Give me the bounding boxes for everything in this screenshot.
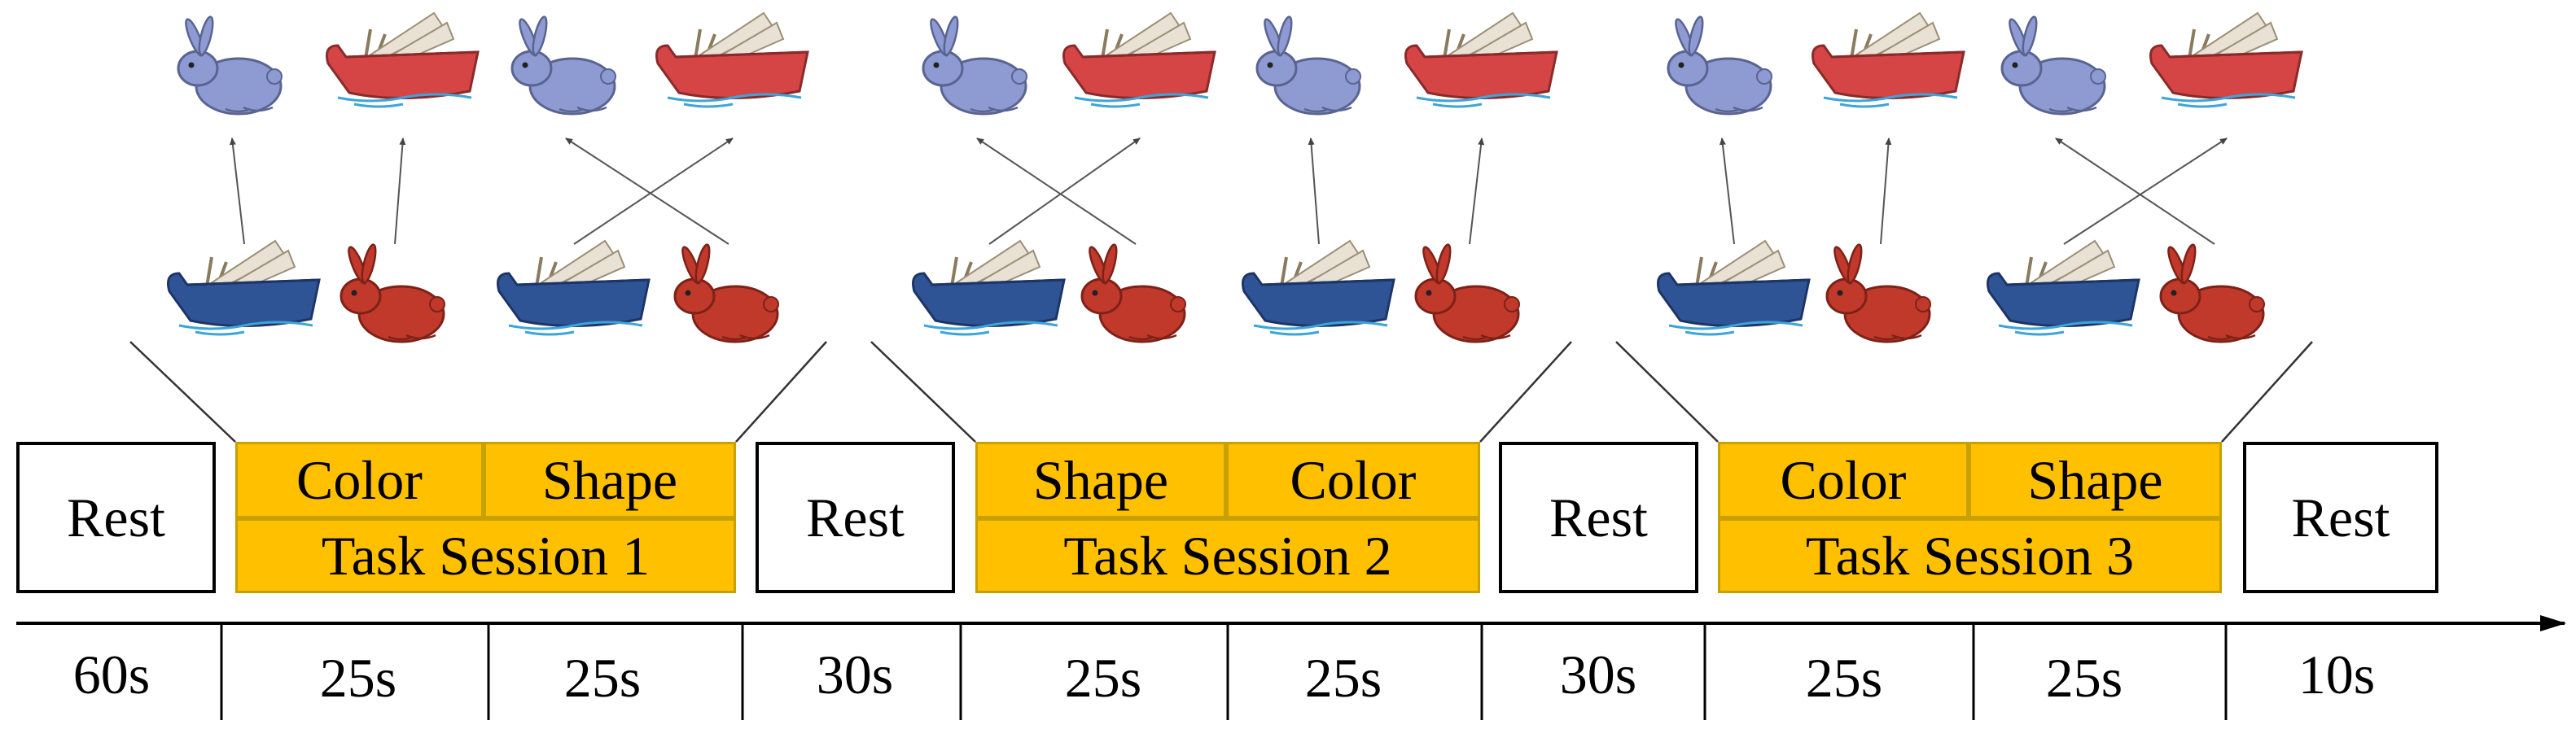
duration-label: 30s bbox=[1559, 644, 1637, 705]
blue-boat-icon bbox=[167, 239, 321, 336]
red-rabbit-icon bbox=[1080, 243, 1186, 343]
mapping-arrow bbox=[2063, 138, 2228, 245]
mapping-arrow bbox=[573, 138, 734, 245]
rest-label: Rest bbox=[67, 486, 165, 548]
blue-boat-icon bbox=[912, 239, 1066, 336]
blue-boat-icon bbox=[1242, 239, 1395, 336]
funnel-line bbox=[870, 341, 976, 443]
mapping-arrow bbox=[1880, 138, 1892, 245]
light-blue-rabbit-icon bbox=[922, 15, 1027, 116]
red-rabbit-icon bbox=[2159, 243, 2265, 343]
mapping-arrow bbox=[229, 138, 245, 245]
duration-label: 25s bbox=[319, 647, 397, 709]
session-3-first-block: Color bbox=[1718, 442, 1969, 518]
mapping-arrow bbox=[1469, 138, 1485, 245]
mapping-arrow bbox=[988, 138, 1141, 245]
rest-block-1: Rest bbox=[16, 442, 216, 593]
red-boat-icon bbox=[655, 11, 809, 108]
session-2-first-block: Shape bbox=[975, 442, 1226, 518]
duration-label: 60s bbox=[72, 644, 151, 705]
session-funnel-lines bbox=[129, 341, 2313, 443]
timeline-ticks bbox=[220, 623, 2228, 720]
session-3-title-block: Task Session 3 bbox=[1718, 518, 2222, 593]
rest-label: Rest bbox=[806, 486, 905, 548]
block-label: Shape bbox=[541, 448, 678, 511]
session-2-second-block: Color bbox=[1226, 442, 1480, 518]
funnel-line bbox=[1615, 341, 1719, 443]
red-boat-icon bbox=[1812, 11, 1965, 108]
light-blue-rabbit-icon bbox=[1667, 15, 1772, 116]
duration-label: 25s bbox=[1304, 647, 1382, 709]
mapping-arrow bbox=[565, 138, 729, 245]
mapping-arrows bbox=[229, 138, 2228, 245]
block-label: Shape bbox=[1032, 448, 1169, 511]
session-3-second-block: Shape bbox=[1969, 442, 2222, 518]
light-blue-rabbit-icon bbox=[510, 15, 616, 116]
red-boat-icon bbox=[326, 11, 480, 108]
duration-label: 25s bbox=[2045, 647, 2123, 709]
rest-label: Rest bbox=[2291, 486, 2390, 548]
rest-block-3: Rest bbox=[1499, 442, 1698, 593]
red-rabbit-icon bbox=[1414, 243, 1520, 343]
red-boat-icon bbox=[1062, 11, 1216, 108]
mapping-arrow bbox=[1308, 138, 1320, 245]
session-title: Task Session 1 bbox=[321, 524, 651, 587]
mapping-arrow bbox=[394, 138, 406, 245]
stimulus-objects bbox=[167, 11, 2303, 343]
mapping-arrow bbox=[1719, 138, 1735, 245]
red-rabbit-icon bbox=[340, 243, 445, 343]
light-blue-rabbit-icon bbox=[2000, 15, 2106, 116]
funnel-line bbox=[735, 341, 827, 443]
blue-boat-icon bbox=[1987, 239, 2140, 336]
session-1-first-block: Color bbox=[235, 442, 484, 518]
session-title: Task Session 2 bbox=[1063, 524, 1392, 587]
red-rabbit-icon bbox=[1825, 243, 1931, 343]
rest-block-4: Rest bbox=[2243, 442, 2438, 593]
session-1-title-block: Task Session 1 bbox=[235, 518, 736, 593]
red-boat-icon bbox=[2149, 11, 2303, 108]
block-label: Color bbox=[1290, 448, 1417, 511]
rest-block-2: Rest bbox=[756, 442, 955, 593]
blue-boat-icon bbox=[1657, 239, 1811, 336]
funnel-line bbox=[1479, 341, 1572, 443]
blue-boat-icon bbox=[497, 239, 651, 336]
mapping-arrow bbox=[2055, 138, 2215, 245]
session-1-second-block: Shape bbox=[484, 442, 736, 518]
red-boat-icon bbox=[1404, 11, 1558, 108]
red-rabbit-icon bbox=[673, 243, 779, 343]
light-blue-rabbit-icon bbox=[177, 15, 283, 116]
duration-label: 10s bbox=[2298, 644, 2376, 705]
block-label: Shape bbox=[2027, 448, 2163, 511]
mapping-arrow bbox=[976, 138, 1137, 245]
funnel-line bbox=[129, 341, 236, 443]
duration-label: 25s bbox=[563, 647, 642, 709]
duration-label: 30s bbox=[816, 644, 894, 705]
rest-label: Rest bbox=[1549, 486, 1648, 548]
light-blue-rabbit-icon bbox=[1255, 15, 1361, 116]
duration-label: 25s bbox=[1805, 647, 1883, 709]
session-2-title-block: Task Session 2 bbox=[975, 518, 1480, 593]
funnel-line bbox=[2221, 341, 2313, 443]
session-title: Task Session 3 bbox=[1805, 524, 2135, 587]
block-label: Color bbox=[296, 448, 423, 511]
block-label: Color bbox=[1780, 448, 1907, 511]
duration-label: 25s bbox=[1064, 647, 1142, 709]
